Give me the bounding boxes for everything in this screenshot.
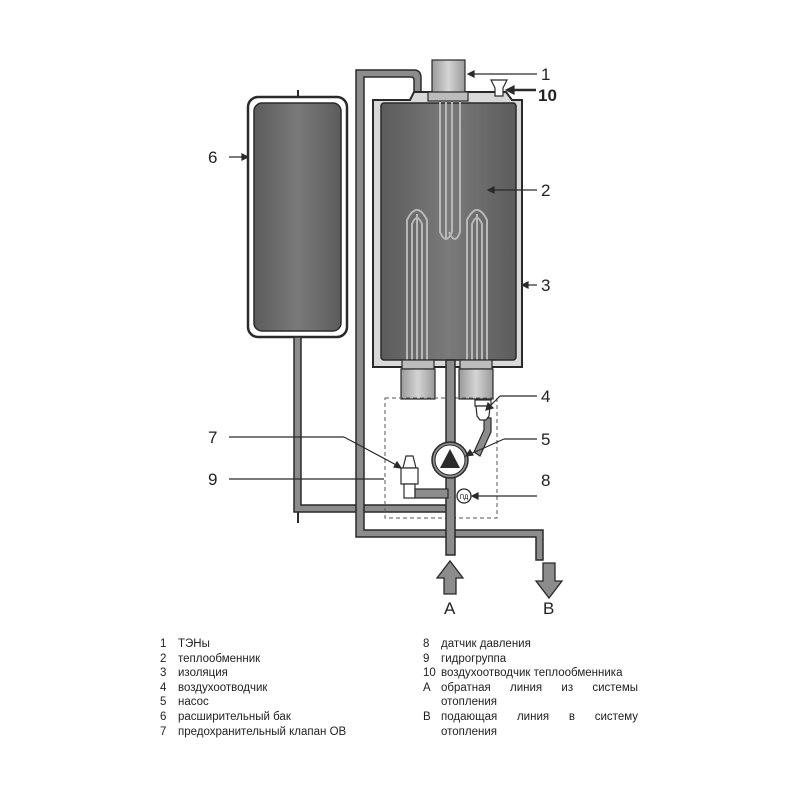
- legend-item: 9 гидрогруппа: [423, 652, 638, 667]
- inlet-arrow-a: [435, 559, 465, 595]
- heating-elements: [406, 100, 488, 360]
- boiler-schematic: ПД 1 10 2 3 4 5 8 6 7 9 A: [208, 59, 564, 618]
- legend-key: 6: [160, 710, 167, 723]
- legend-key: 1: [160, 638, 167, 650]
- callout-4: 4: [541, 387, 550, 406]
- legend-key-spacer: [423, 695, 441, 710]
- bottom-heater-fittings: [400, 359, 494, 400]
- callout-b: B: [543, 599, 554, 618]
- legend-item: 4 воздухоотводчик: [160, 681, 346, 696]
- top-heater-fitting: [427, 59, 469, 102]
- legend-key-spacer: [423, 725, 441, 740]
- pump-vent-pipe: [473, 417, 492, 457]
- legend-item-continuation: отопления: [423, 695, 638, 710]
- legend-key: 3: [160, 667, 167, 680]
- legend-key: 8: [423, 638, 430, 650]
- legend-key: 2: [160, 652, 167, 665]
- callout-6: 6: [208, 148, 217, 167]
- legend-text: датчик давления: [441, 638, 531, 650]
- expansion-tank: [246, 90, 349, 339]
- callout-7: 7: [208, 428, 217, 447]
- legend-key: 5: [160, 696, 167, 709]
- callout-3: 3: [541, 276, 550, 295]
- legend-item: 5 насос: [160, 695, 346, 710]
- outlet-arrow-b: [534, 562, 564, 600]
- legend-item: 10 воздухоотводчик теплообменника: [423, 666, 638, 681]
- legend-text: изоляция: [178, 667, 228, 680]
- legend-text: гидрогруппа: [441, 652, 507, 665]
- hydro-group-outline: [384, 397, 498, 519]
- legend-text: теплообменник: [178, 652, 261, 665]
- legend-item: 8 датчик давления: [423, 637, 638, 652]
- legend-item-continuation: отопления: [423, 725, 638, 740]
- callout-1: 1: [541, 65, 550, 84]
- legend-text: предохранительный клапан ОВ: [178, 725, 347, 738]
- legend-text: обратная линия из системы: [441, 681, 638, 694]
- safety-valve: [400, 455, 449, 499]
- legend-right: 8 датчик давления 9 гидрогруппа 10 воздухоотв…: [423, 637, 638, 739]
- legend-key: 4: [160, 681, 167, 694]
- legend-key: 7: [160, 725, 167, 738]
- callout-5: 5: [541, 430, 550, 449]
- legend-item: 6 расширительный бак: [160, 710, 346, 725]
- legend-item: 3 изоляция: [160, 666, 346, 681]
- leader-lines: [229, 70, 537, 500]
- callout-10: 10: [538, 86, 557, 105]
- legend-key: 10: [423, 667, 436, 680]
- pressure-sensor: ПД: [456, 488, 472, 504]
- legend-item: 1 ТЭНы: [160, 637, 346, 652]
- legend-item: 2 теплообменник: [160, 652, 346, 667]
- legend-item: 7 предохранительный клапан ОВ: [160, 725, 346, 740]
- legend-key: 9: [423, 652, 430, 665]
- pump: [431, 441, 469, 479]
- heat-exchanger: [372, 91, 523, 368]
- legend-left: 1 ТЭНы 2 теплообменник 3 изоляция 4 воздухоотво…: [160, 637, 346, 739]
- exchanger-air-vent: [490, 79, 508, 97]
- legend-text-continuation: отопления: [441, 696, 498, 709]
- callout-9: 9: [208, 470, 217, 489]
- pressure-sensor-label: ПД: [460, 495, 468, 501]
- legend-text: расширительный бак: [178, 710, 291, 723]
- legend-text-continuation: отопления: [441, 725, 498, 738]
- callout-2: 2: [541, 181, 550, 200]
- legend-text: ТЭНы: [178, 638, 210, 650]
- callout-a: A: [444, 599, 456, 618]
- legend-text: подающая линия в систему: [441, 710, 638, 723]
- legend-key: B: [423, 710, 431, 723]
- callout-8: 8: [541, 471, 550, 490]
- legend-key: A: [423, 681, 431, 694]
- supply-pipe: [355, 69, 544, 561]
- legend-text: воздухоотводчик: [178, 681, 268, 694]
- legend-text: воздухоотводчик теплообменника: [441, 667, 623, 680]
- legend-text: насос: [178, 696, 209, 709]
